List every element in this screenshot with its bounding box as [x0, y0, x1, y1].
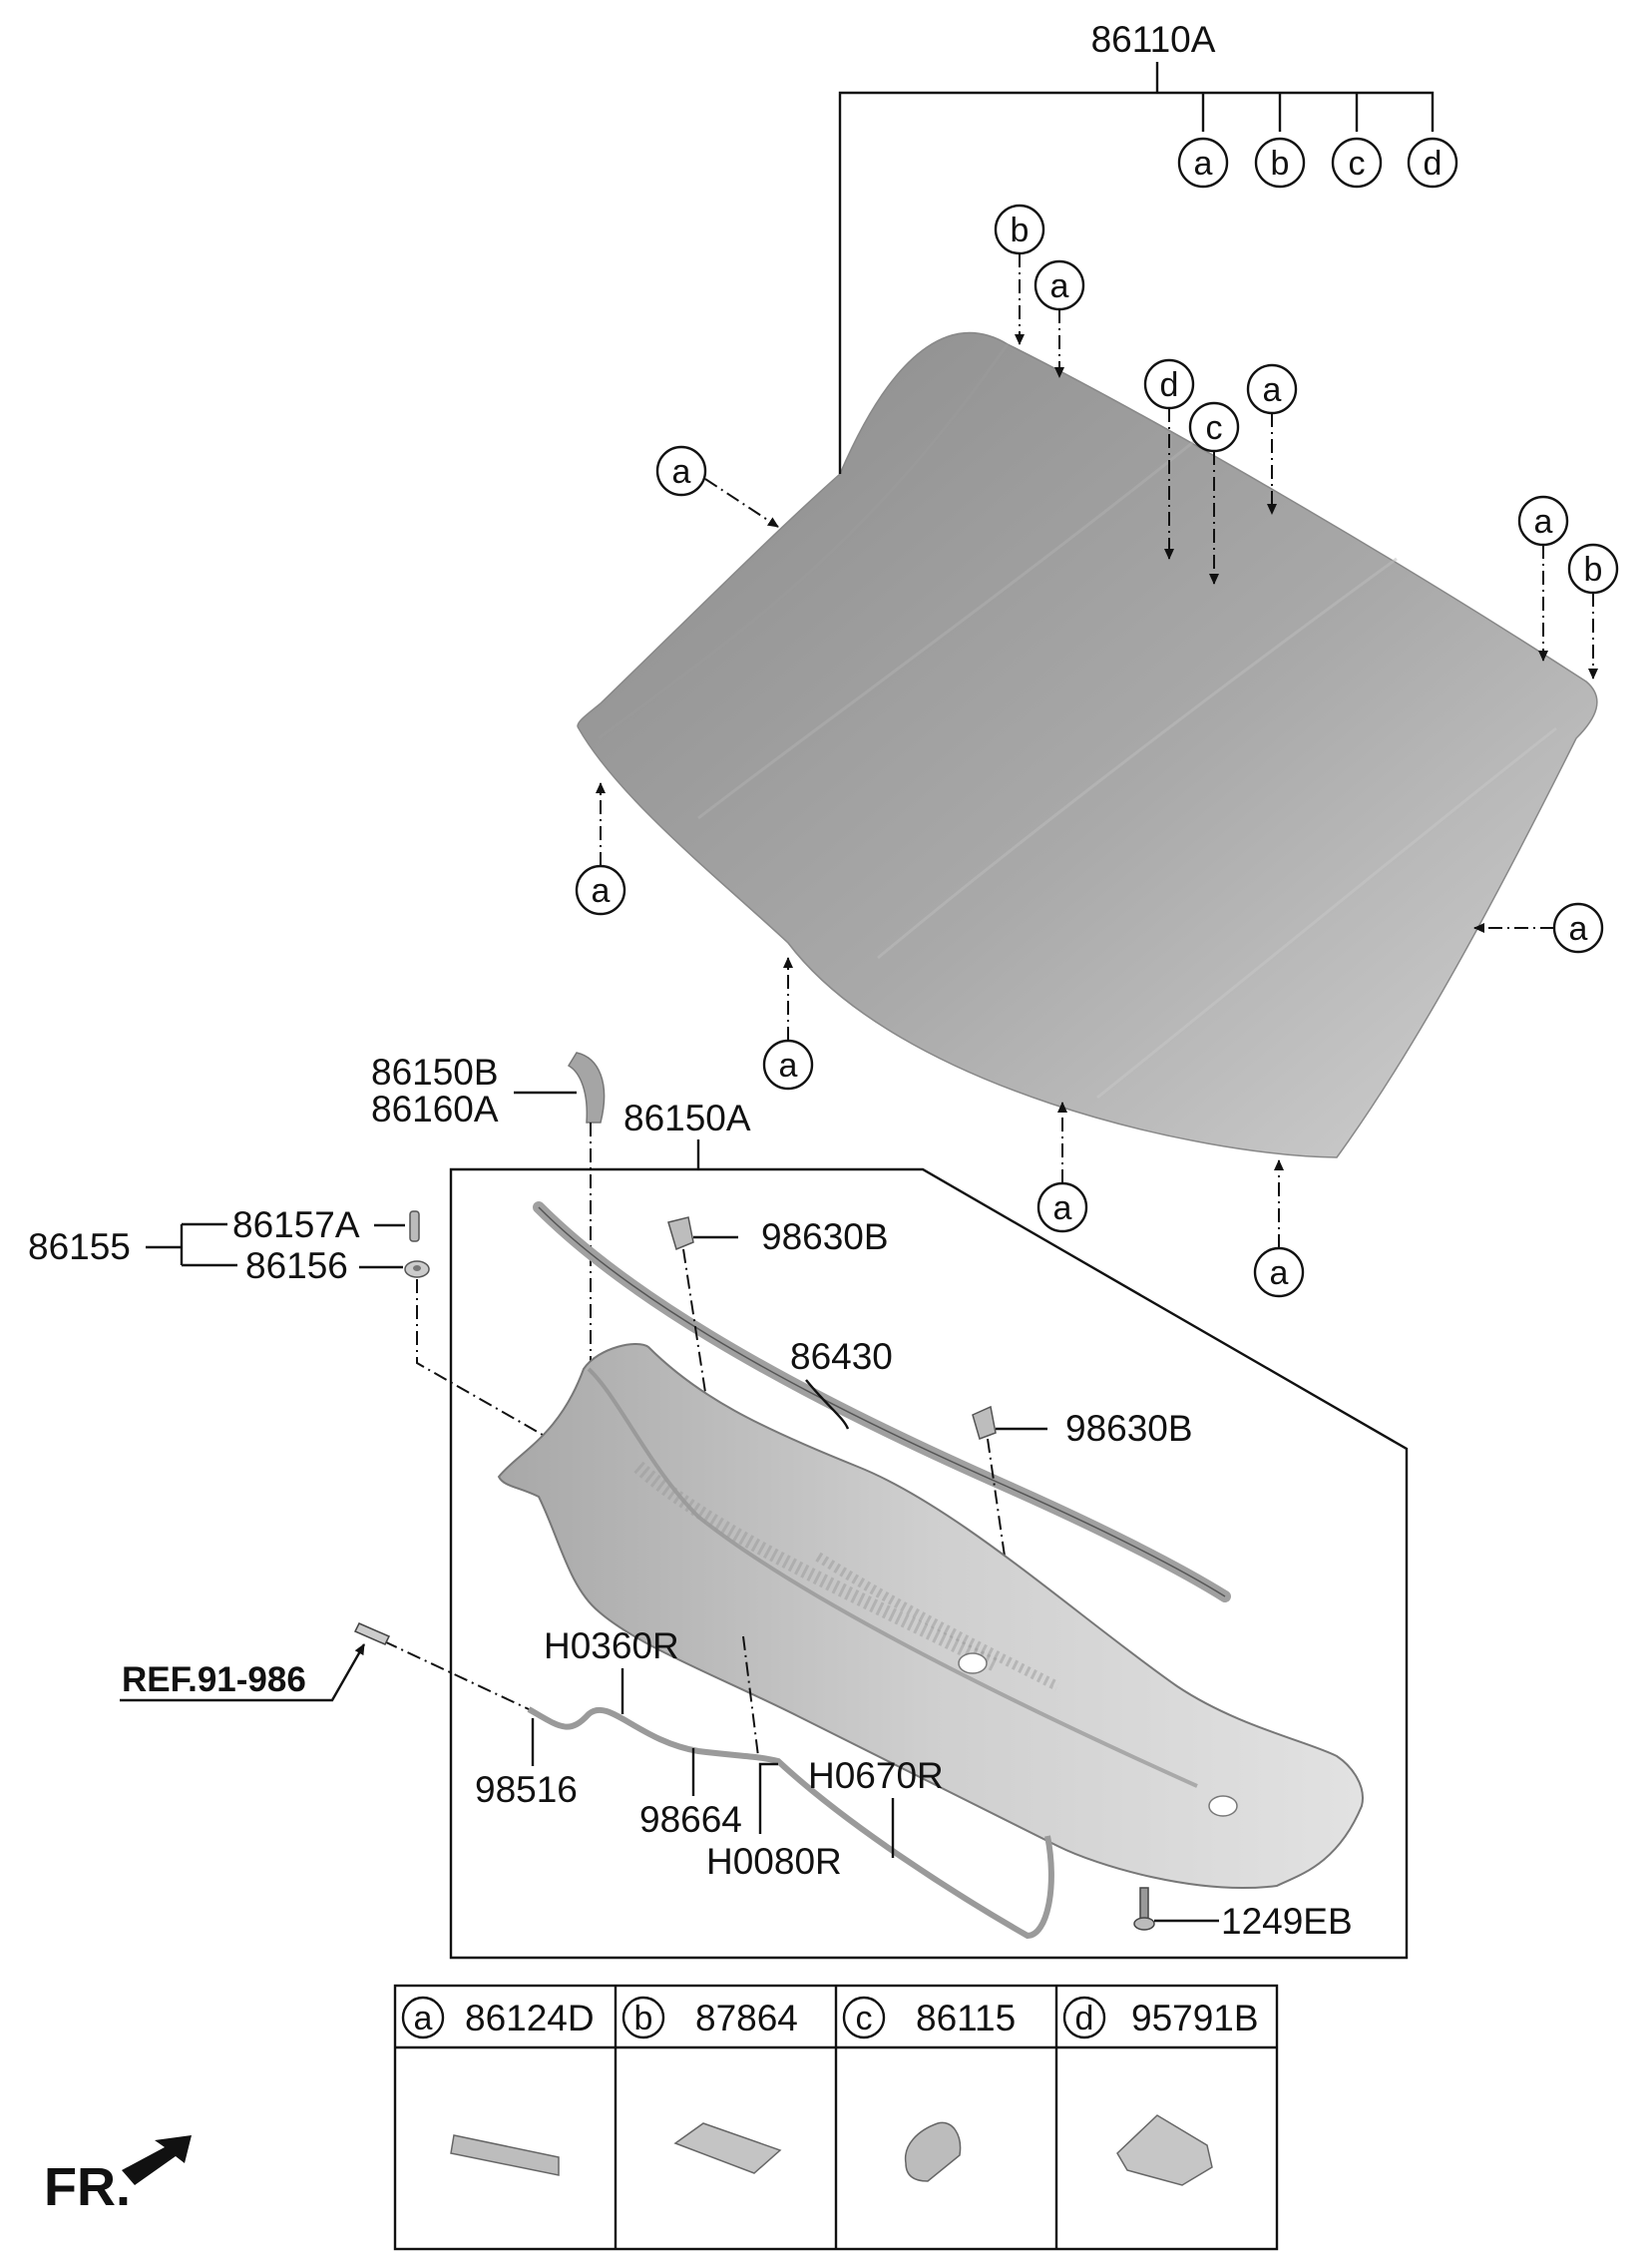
svg-text:a: a [1053, 1189, 1072, 1227]
marker-d-upper: d [1143, 358, 1195, 560]
marker-a-left: a [655, 445, 779, 528]
cowl-assy-box [449, 1167, 1409, 1960]
svg-text:c: c [1349, 145, 1366, 183]
nozzle-part-1 [667, 1216, 694, 1251]
marker-b-top: b [994, 204, 1045, 345]
legend-entry-b: b 87864 [621, 1996, 798, 2174]
bracket-marker-a: a [1177, 137, 1229, 189]
marker-a-right-side: a [1473, 902, 1604, 954]
svg-text:d: d [1160, 366, 1179, 404]
svg-text:a: a [672, 453, 691, 491]
bracket-marker-c: c [1331, 137, 1383, 189]
svg-text:c: c [856, 2000, 873, 2037]
marker-b-right: b [1567, 543, 1619, 679]
legend-entry-c: c 86115 [842, 1996, 1016, 2182]
hose-joint-label: 98664 [639, 1799, 742, 1840]
legend-entry-d: d 95791B [1062, 1996, 1259, 2186]
marker-a-bottom-3: a [1253, 1159, 1305, 1298]
svg-text:a: a [1270, 1254, 1289, 1292]
legend-part-d: 95791B [1131, 1998, 1259, 2038]
svg-text:a: a [414, 2000, 433, 2037]
svg-text:a: a [1194, 145, 1213, 183]
marker-a-left-bottom: a [575, 782, 626, 916]
marker-a-bottom-2: a [1036, 1102, 1088, 1233]
hose-label-1: H0360R [544, 1625, 679, 1666]
clip-a-part [409, 1210, 420, 1242]
svg-text:c: c [1206, 409, 1223, 447]
clip-a-label: 86157A [232, 1204, 360, 1245]
windshield-glass [577, 331, 1598, 1158]
svg-text:a: a [1050, 267, 1069, 305]
side-cover-label-1: 86150B [371, 1052, 499, 1093]
hose-label-3: H0080R [706, 1841, 842, 1882]
marker-c-upper: c [1188, 401, 1240, 585]
side-cover-label-2: 86160A [371, 1089, 499, 1130]
hose-label-2: H0670R [808, 1755, 944, 1796]
screw-part [1133, 1887, 1155, 1931]
cowl-assy-label: 86150A [623, 1098, 751, 1138]
bracket-marker-b: b [1254, 137, 1306, 189]
svg-text:d: d [1424, 145, 1443, 183]
legend-part-b: 87864 [695, 1998, 798, 2038]
svg-text:a: a [592, 872, 611, 910]
marker-a-right-top: a [1517, 495, 1569, 662]
svg-text:a: a [1263, 371, 1282, 409]
svg-text:b: b [634, 2000, 653, 2037]
nozzle-part-2 [972, 1405, 997, 1440]
svg-text:b: b [1584, 551, 1603, 589]
front-arrow-icon [122, 2135, 192, 2185]
legend-part-c: 86115 [916, 1998, 1016, 2038]
bracket-marker-d: d [1407, 137, 1458, 189]
svg-text:a: a [1534, 503, 1553, 541]
svg-text:a: a [1569, 910, 1588, 948]
clip-b-label: 86156 [245, 1245, 348, 1286]
legend-entry-a: a 86124D [401, 1996, 595, 2176]
screw-label: 1249EB [1221, 1901, 1353, 1942]
svg-text:a: a [779, 1047, 798, 1085]
front-label: FR. [44, 2157, 131, 2217]
legend-table [393, 1984, 1279, 2251]
washer-hose-part [527, 1706, 1054, 1940]
reference-label: REF.91-986 [122, 1660, 306, 1699]
cowl-cover-part [497, 1343, 1364, 1889]
marker-a-top: a [1033, 259, 1085, 378]
svg-text:d: d [1075, 2000, 1094, 2037]
side-cover-part [567, 1052, 606, 1124]
nozzle-label-1: 98630B [761, 1216, 889, 1257]
svg-text:b: b [1011, 212, 1030, 249]
clip-b-part [404, 1260, 430, 1278]
clip-set-label: 86155 [28, 1226, 131, 1267]
marker-a-upper-mid: a [1246, 363, 1298, 515]
weatherstrip-label: 86430 [790, 1336, 893, 1377]
hose-end-part [353, 1622, 391, 1645]
svg-text:b: b [1271, 145, 1290, 183]
nozzle-label-2: 98630B [1065, 1408, 1193, 1449]
windshield-label: 86110A [1091, 19, 1216, 60]
hose-part-label: 98516 [475, 1769, 578, 1810]
marker-a-bottom-1: a [762, 957, 814, 1091]
legend-part-a: 86124D [465, 1998, 595, 2038]
